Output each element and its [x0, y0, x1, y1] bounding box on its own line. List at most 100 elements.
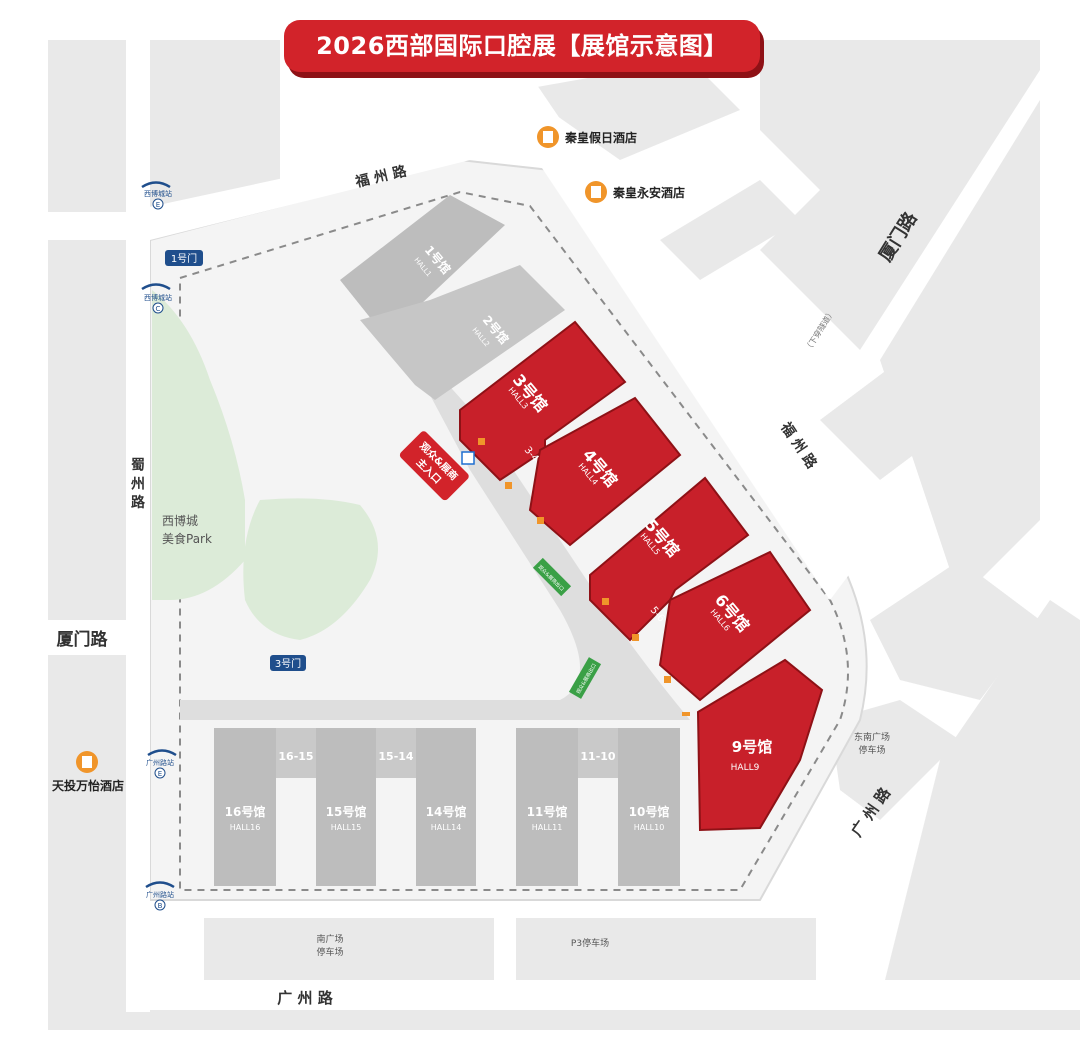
city-block [870, 560, 1040, 700]
connector-15-14 [376, 728, 416, 778]
hall-10-name: 10号馆 [629, 804, 670, 819]
city-block [204, 918, 494, 980]
hall-14-en: HALL14 [431, 823, 462, 832]
road-label-xiamen-left: 厦门路 [57, 629, 109, 650]
metro-exit-badge [152, 302, 164, 314]
gate-1[interactable]: 1号门 [165, 250, 203, 266]
city-block [48, 1010, 1080, 1030]
park-line1: 西博城 [162, 513, 198, 528]
hall-11-name: 11号馆 [527, 804, 568, 819]
hall-16-name: 16号馆 [225, 804, 266, 819]
hall-6[interactable]: 6号馆 HALL6 [658, 550, 812, 702]
entry-arrow [478, 438, 485, 445]
hall-4[interactable]: 4号馆 HALL4 [528, 396, 682, 547]
hall-11-en: HALL11 [532, 823, 563, 832]
title-banner: 2026西部国际口腔展【展馆示意图】 [284, 20, 764, 78]
hall-3-shape [459, 320, 627, 482]
gate-1-label: 1号门 [171, 252, 197, 265]
green-area [152, 290, 245, 600]
connector-16-15-label: 16-15 [278, 750, 313, 763]
connector-15-14-label: 15-14 [378, 750, 414, 763]
road-shuzhou [126, 212, 150, 1012]
city-block [48, 655, 126, 1015]
hall-16[interactable] [214, 728, 276, 886]
hall-11[interactable] [516, 728, 578, 886]
metro-station-2[interactable]: 西博城站 C [141, 283, 172, 314]
metro-station-3-exit: E [158, 770, 162, 778]
road-fuzhou-right [470, 60, 860, 600]
hall-4-shape [528, 396, 682, 547]
gate-3-label: 3号门 [275, 657, 301, 670]
hall-15-en: HALL15 [331, 823, 362, 832]
metro-station-2-exit: C [156, 305, 161, 313]
hall-14-name: 14号馆 [426, 804, 467, 819]
metro-exit-badge [152, 198, 164, 210]
metro-station-4-name: 广州路站 [146, 890, 174, 899]
entry-arrow [632, 634, 639, 641]
hall-9-shape [696, 658, 824, 832]
hall-2[interactable]: 2号馆 HALL2 [360, 265, 565, 400]
hotel-1[interactable]: 秦皇假日酒店 [537, 126, 637, 148]
city-block [48, 240, 126, 620]
road-fuzhou-top [126, 140, 470, 240]
metro-station-1[interactable]: 西博城站 E [141, 181, 172, 210]
hotel-1-name: 秦皇假日酒店 [564, 130, 637, 145]
hall-3[interactable]: 3号馆 HALL3 [459, 320, 627, 482]
hall-10[interactable] [618, 728, 680, 886]
main-entrance-badge [399, 431, 469, 501]
city-block [880, 600, 1080, 1000]
city-block [516, 918, 816, 980]
exit-sign-b-bg [568, 657, 602, 699]
connector-11-10 [578, 728, 618, 778]
entry-arrow [505, 482, 512, 489]
hotel-3[interactable]: 天投万怡酒店 [52, 751, 124, 793]
metro-station-3[interactable]: 广州路站 E [146, 749, 177, 779]
hall-15[interactable] [316, 728, 376, 886]
metro-station-4[interactable]: 广州路站 B [145, 881, 175, 911]
hotel-3-name: 天投万怡酒店 [52, 778, 124, 793]
gate-3-badge [270, 655, 306, 671]
parking-south-line1: 南广场 [316, 933, 343, 945]
hotel-icon-building [82, 756, 92, 768]
entry-arrow [682, 712, 690, 716]
road-label-shuzhou: 蜀 州 路 [129, 457, 146, 509]
metro-icon [141, 283, 171, 291]
road-label-xiachuan: （下穿隧道） [802, 307, 836, 353]
entry-arrow [537, 517, 544, 524]
road-guangzhou [150, 980, 1080, 1010]
connector-16-15 [276, 728, 316, 778]
metro-station-1-exit: E [156, 201, 160, 209]
entry-arrows [478, 438, 690, 716]
exit-sign-a-bg [532, 557, 572, 597]
hotel-2[interactable]: 秦皇永安酒店 [585, 181, 685, 203]
metro-icon [147, 749, 177, 757]
hall-9[interactable]: 9号馆 HALL9 [696, 658, 824, 832]
info-icon [461, 451, 475, 465]
metro-station-4-exit: B [158, 902, 163, 910]
hall-1-shape [340, 195, 505, 330]
hall-16-en: HALL16 [230, 823, 261, 832]
park-line2: 美食Park [162, 531, 212, 546]
entry-arrow [664, 676, 671, 683]
roads [126, 60, 1080, 1012]
city-block [48, 40, 126, 212]
parking-se-line2: 停车场 [858, 744, 885, 756]
page-title: 2026西部国际口腔展【展馆示意图】 [284, 20, 760, 72]
hall-14[interactable] [416, 728, 476, 886]
gate-3[interactable]: 3号门 [270, 655, 306, 671]
hall-15-name: 15号馆 [326, 804, 367, 819]
city-block [880, 100, 1040, 600]
hall-9-name: 9号馆 [732, 738, 772, 756]
hall-10-en: HALL10 [634, 823, 665, 832]
city-block [830, 700, 960, 820]
hall-9-en: HALL9 [731, 763, 760, 773]
hall-5[interactable]: 5号馆 HALL5 [589, 476, 750, 642]
parking-south-line2: 停车场 [316, 946, 343, 958]
parking-se-line1: 东南广场 [854, 731, 890, 743]
city-block [820, 360, 960, 480]
metro-station-3-name: 广州路站 [146, 758, 174, 767]
hall-1[interactable]: 1号馆 HALL1 [340, 195, 505, 330]
gate-1-badge [165, 250, 203, 266]
